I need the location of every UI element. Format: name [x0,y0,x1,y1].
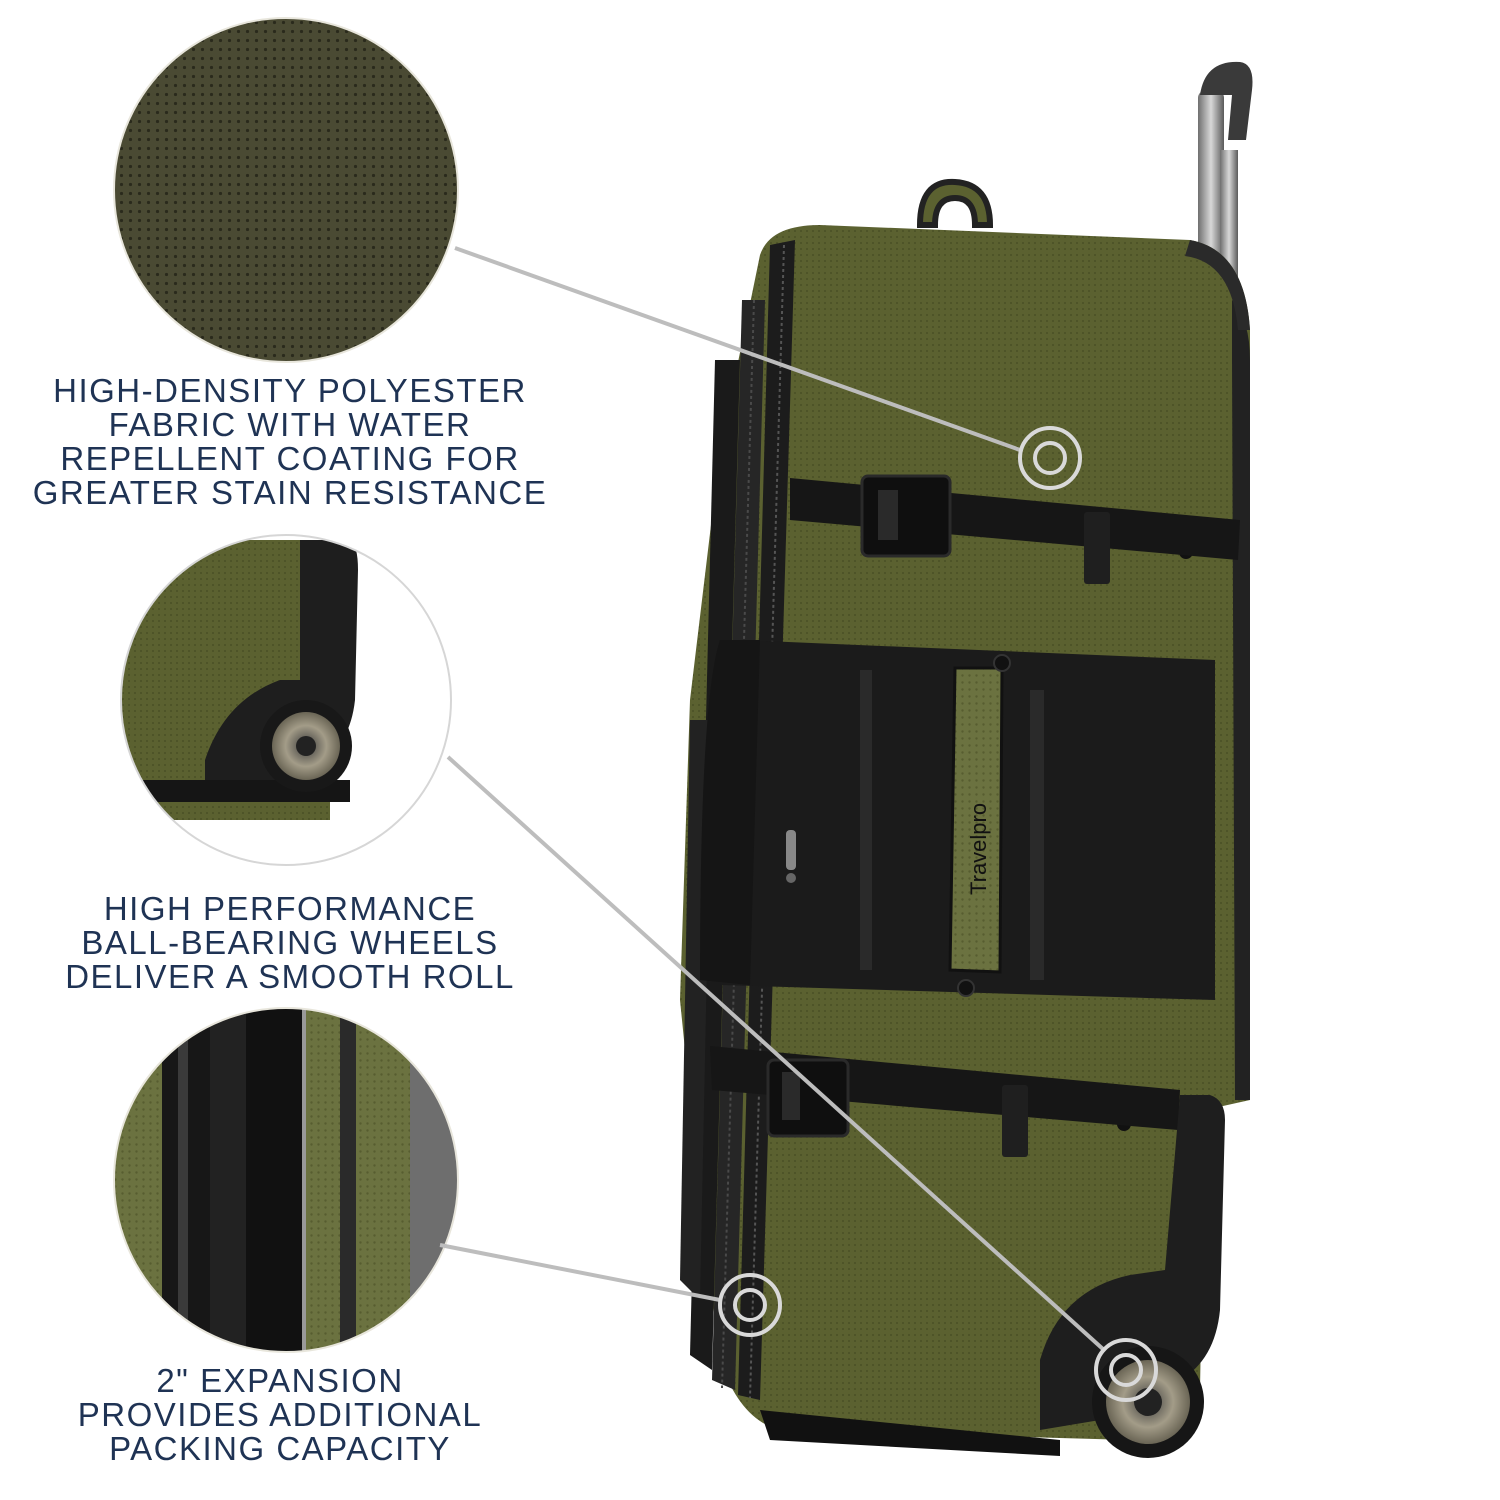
caption-line: GREATER STAIN RESISTANCE [32,474,548,511]
callout-expansion [439,1243,782,1337]
caption-line: REPELLENT COATING FOR [60,440,520,477]
callout-ring-icon [1094,1338,1158,1402]
lower-compression-strap [710,1046,1180,1157]
callout-ring-icon [718,1273,782,1337]
callout-fabric [454,246,1082,490]
caption-line: 2" EXPANSION [156,1362,404,1399]
callout-wheels [446,755,1158,1402]
upper-compression-strap [790,474,1240,584]
caption-line: PACKING CAPACITY [109,1430,451,1467]
callout-ring-icon [1018,426,1082,490]
feature-caption-wheels: HIGH PERFORMANCE BALL-BEARING WHEELS DEL… [30,892,550,994]
wheel-assembly [1040,1095,1225,1458]
feature-caption-expansion: 2" EXPANSION PROVIDES ADDITIONAL PACKING… [40,1364,520,1466]
caption-line: BALL-BEARING WHEELS [81,924,499,961]
top-carry-handle [916,178,994,228]
detail-circle-expansion [113,1007,459,1353]
caption-line: DELIVER A SMOOTH ROLL [65,958,515,995]
caption-line: PROVIDES ADDITIONAL [77,1396,483,1433]
zipper-pull [786,830,796,883]
detail-circle-fabric [113,17,459,363]
detail-circle-wheels [120,534,452,866]
caption-line: HIGH-DENSITY POLYESTER [53,372,527,409]
caption-line: FABRIC WITH WATER [108,406,472,443]
caption-line: HIGH PERFORMANCE [103,890,477,927]
brand-strap: Travelpro [948,666,1004,974]
brand-label: Travelpro [966,803,991,895]
feature-caption-fabric: HIGH-DENSITY POLYESTER FABRIC WITH WATER… [20,374,560,510]
suitcase: Travelpro [680,61,1253,1458]
